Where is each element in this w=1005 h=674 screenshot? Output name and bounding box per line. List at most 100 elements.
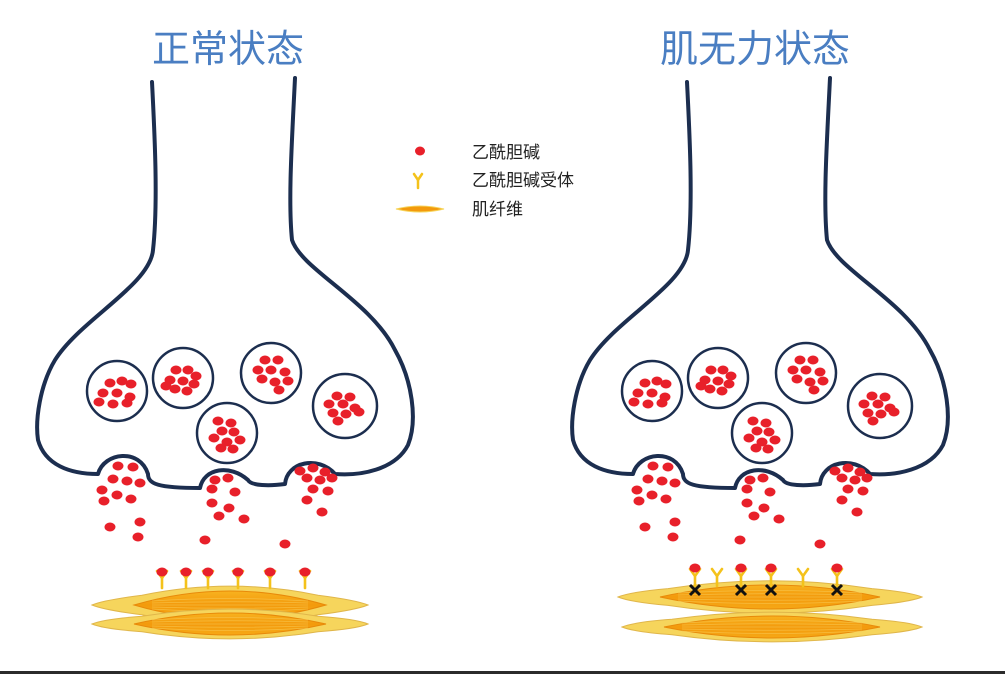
acetylcholine-molecule xyxy=(741,484,753,494)
acetylcholine-molecule xyxy=(851,507,863,517)
acetylcholine-molecule xyxy=(216,426,228,436)
acetylcholine-molecule xyxy=(765,563,777,573)
acetylcholine-icon xyxy=(415,146,425,156)
synaptic-vesicle xyxy=(730,401,794,465)
acetylcholine-molecule xyxy=(208,433,220,443)
panel-title-normal: 正常状态 xyxy=(152,27,304,71)
muscle-fiber-striation xyxy=(677,600,863,604)
acetylcholine-molecule xyxy=(107,474,119,484)
acetylcholine-molecule xyxy=(735,563,747,573)
acetylcholine-molecule xyxy=(734,535,746,545)
acetylcholine-molecule xyxy=(225,418,237,428)
acetylcholine-molecule xyxy=(273,385,285,395)
acetylcholine-molecule xyxy=(758,503,770,513)
blocked-x-stroke xyxy=(688,583,702,597)
acetylcholine-molecule xyxy=(125,379,137,389)
acetylcholine-molecule xyxy=(639,378,651,388)
acetylcholine-molecule xyxy=(814,367,826,377)
muscle-fiber-striation xyxy=(681,630,863,634)
acetylcholine-molecule xyxy=(642,474,654,484)
acetylcholine-molecule xyxy=(228,427,240,437)
acetylcholine-molecule xyxy=(319,467,331,477)
acetylcholine-molecule xyxy=(646,388,658,398)
acetylcholine-molecule xyxy=(170,365,182,375)
acetylcholine-molecule xyxy=(642,399,654,409)
legend-label-receptor: 乙酰胆碱受体 xyxy=(472,171,574,191)
muscle-fiber-striation xyxy=(151,606,309,609)
acetylcholine-molecule xyxy=(111,388,123,398)
muscle-fiber-striation xyxy=(681,628,863,631)
acetylcholine-molecule xyxy=(337,399,349,409)
muscle-fiber xyxy=(620,611,924,643)
nerve-terminal-normal xyxy=(35,76,415,549)
acetylcholine-molecule xyxy=(669,478,681,488)
acetylcholine-molecule xyxy=(177,376,189,386)
acetylcholine-molecule xyxy=(861,473,873,483)
acetylcholine-molecule xyxy=(181,386,193,396)
acetylcholine-molecule xyxy=(93,397,105,407)
acetylcholine-molecule xyxy=(849,475,861,485)
acetylcholine-molecule xyxy=(212,416,224,426)
acetylcholine-molecule xyxy=(323,399,335,409)
acetylcholine-molecule xyxy=(705,365,717,375)
muscle-fiber-striation xyxy=(681,623,863,626)
acetylcholine-molecule xyxy=(656,398,668,408)
acetylcholine-molecule xyxy=(646,490,658,500)
muscle-fiber-striation xyxy=(151,601,309,604)
acetylcholine-molecule xyxy=(316,507,328,517)
bottom-divider xyxy=(0,671,1005,674)
bound-acetylcholine xyxy=(299,567,311,577)
acetylcholine-molecule xyxy=(787,365,799,375)
acetylcholine-molecule xyxy=(769,435,781,445)
acetylcholine-molecule xyxy=(660,379,672,389)
acetylcholine-molecule xyxy=(741,498,753,508)
acetylcholine-molecule xyxy=(872,399,884,409)
acetylcholine-molecule xyxy=(639,522,651,532)
bound-acetylcholine xyxy=(232,567,244,577)
acetylcholine-molecule xyxy=(712,376,724,386)
acetylcholine-molecule xyxy=(656,476,668,486)
acetylcholine-molecule xyxy=(134,478,146,488)
acetylcholine-molecule xyxy=(807,355,819,365)
acetylcholine-molecule xyxy=(222,473,234,483)
panel-title-myasthenia: 肌无力状态 xyxy=(660,27,850,71)
blocked-receptor-x-icon xyxy=(830,583,844,597)
presynaptic-membrane xyxy=(35,76,415,490)
bound-acetylcholine xyxy=(202,567,214,577)
acetylcholine-molecule xyxy=(773,514,785,524)
acetylcholine-molecule xyxy=(862,408,874,418)
acetylcholine-molecule xyxy=(817,376,829,386)
acetylcholine-molecule xyxy=(875,409,887,419)
acetylcholine-molecule xyxy=(282,376,294,386)
acetylcholine-molecule xyxy=(190,371,202,381)
acetylcholine-molecule xyxy=(858,399,870,409)
acetylcholine-molecule xyxy=(831,563,843,573)
acetylcholine-molecule xyxy=(716,386,728,396)
acetylcholine-molecule xyxy=(96,485,108,495)
acetylcholine-molecule xyxy=(125,494,137,504)
acetylcholine-molecule xyxy=(206,484,218,494)
acetylcholine-molecule xyxy=(332,416,344,426)
acetylcholine-molecule xyxy=(213,511,225,521)
legend-label-acetylcholine: 乙酰胆碱 xyxy=(472,143,540,163)
acetylcholine-molecule xyxy=(660,494,672,504)
muscle-fiber-striation xyxy=(151,620,309,623)
acetylcholine-molecule xyxy=(97,388,109,398)
acetylcholine-molecule xyxy=(104,522,116,532)
acetylcholine-molecule xyxy=(794,355,806,365)
acetylcholine-molecule xyxy=(842,484,854,494)
acetylcholine-molecule xyxy=(121,398,133,408)
blocked-x-stroke xyxy=(764,583,778,597)
panel-myasthenia xyxy=(570,76,950,643)
acetylcholine-molecule xyxy=(804,377,816,387)
acetylcholine-molecule xyxy=(199,535,211,545)
acetylcholine-molecule xyxy=(750,443,762,453)
acetylcholine-molecule xyxy=(791,374,803,384)
acetylcholine-molecule xyxy=(322,486,334,496)
acetylcholine-molecule xyxy=(751,426,763,436)
acetylcholine-receptor xyxy=(796,567,810,588)
acetylcholine-molecule xyxy=(331,391,343,401)
acetylcholine-molecule xyxy=(269,377,281,387)
acetylcholine-molecule xyxy=(206,498,218,508)
acetylcholine-molecule xyxy=(169,384,181,394)
